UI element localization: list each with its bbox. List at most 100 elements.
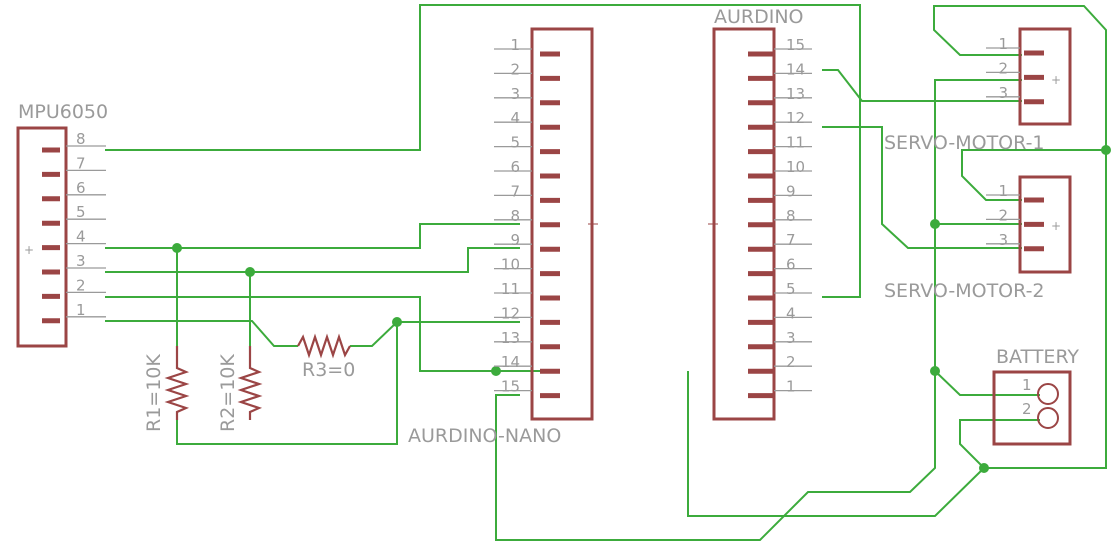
mpu6050-pin-label: 8 [76,130,86,148]
junctions [172,145,1111,473]
arduino-pin-label: 5 [786,280,796,298]
mpu6050-pin-label: 1 [76,301,86,319]
wire-mpu2-nano14 [105,296,560,372]
arduino-pin-label: 11 [786,134,805,152]
wire-battery-pin1 [934,370,1040,396]
servo-motor-2-pin-label: 1 [998,182,1008,200]
arduino-nano-pin-label: 2 [510,60,520,78]
arduino-pin-label: 3 [786,329,796,347]
battery: BATTERY 1 2 [992,346,1079,446]
mpu6050-pin-label: 4 [76,228,86,246]
mpu6050-plus-mark: + [24,243,34,257]
servo-motor-2-name: SERVO-MOTOR-2 [884,280,1045,302]
wires [105,4,1107,541]
battery-terminal-1 [1037,383,1059,405]
arduino-nano-pin-label: 15 [501,378,520,396]
battery-name: BATTERY [996,346,1079,368]
wire-mpu1-r3 [105,320,298,347]
arduino-pin-label: 9 [786,182,796,200]
wire-uno14-servo1 [822,69,1022,102]
servo-motor-1-name: SERVO-MOTOR-1 [884,132,1045,154]
servo-motor-1-pins: 123 [986,35,1044,105]
wire-r3-nano12 [350,321,520,347]
wire-mpu8-uno5 [105,4,861,298]
resistor-r1-zigzag [164,346,190,420]
wire-mpu4-nano8 [105,223,520,249]
wire-servo1-pin1 [933,5,1107,469]
servo-motor-2-plus: + [1051,219,1061,233]
resistor-r1: R1=10K [143,346,190,432]
resistor-r2-label: R2=10K [217,354,239,432]
mpu6050-pin-label: 7 [76,154,86,172]
mpu6050: MPU6050 + 8 7 6 5 4 3 2 1 [16,101,108,348]
arduino-nano-name: AURDINO-NANO [408,425,561,447]
mpu6050-body [16,126,68,348]
wire-resistor-bottom [176,322,398,445]
servo-motor-1-body [1018,27,1072,126]
servo-motor-2-body [1018,175,1072,274]
wire-nano15-loop [495,79,1022,541]
arduino-nano-pin-label: 7 [510,182,520,200]
arduino-nano-pin-label: 10 [501,256,520,274]
mpu6050-pin-label: 5 [76,203,86,221]
junction [1101,145,1111,155]
resistor-r3-label: R3=0 [302,359,355,381]
arduino-pin-label: 7 [786,231,796,249]
junction [930,366,940,376]
arduino-pin-label: 2 [786,353,796,371]
resistor-r3: R3=0 [297,333,355,381]
arduino-pin-label: 10 [786,158,805,176]
mpu6050-pins: 8 7 6 5 4 3 2 1 [42,130,106,324]
servo-motor-1-pin-label: 2 [998,59,1008,77]
resistor-r3-zigzag [297,333,351,359]
junction [491,366,501,376]
arduino-nano-pin-label: 3 [510,85,520,103]
battery-pin-1-label: 1 [1022,376,1032,394]
arduino-nano-pin-label: 14 [501,353,520,371]
battery-terminal-2 [1037,407,1059,429]
arduino-pin-label: 12 [786,109,805,127]
arduino-pin-label: 14 [786,60,805,78]
arduino-pin-label: 4 [786,304,796,322]
arduino-nano-pin-label: 13 [501,329,520,347]
arduino-nano-pin-label: 11 [501,280,520,298]
servo-motor-2-pin-label: 3 [998,231,1008,249]
junction [172,243,182,253]
arduino-nano-pin-label: 6 [510,158,520,176]
arduino-pin-label: 15 [786,36,805,54]
resistor-r1-label: R1=10K [143,354,165,432]
servo-motor-1-pin-label: 3 [998,84,1008,102]
mpu6050-name: MPU6050 [18,101,108,123]
servo-motor-2: + SERVO-MOTOR-2 1 2 3 [884,175,1072,302]
wire-uno13-servo2 [822,126,1022,249]
arduino-pin-label: 8 [786,207,796,225]
wire-nano14-bottom [687,371,985,517]
arduino-nano-pin-label: 9 [510,231,520,249]
battery-pin-2-label: 2 [1022,400,1032,418]
arduino-nano-pin-label: 1 [510,36,520,54]
battery-body [992,370,1072,446]
arduino-nano-pin-label: 12 [501,304,520,322]
servo-motor-1-plus: + [1051,73,1061,87]
arduino-pin-label: 6 [786,256,796,274]
junction [930,219,940,229]
resistor-r2: R2=10K [217,346,263,432]
arduino-nano-pin-label: 4 [510,109,520,127]
junction [979,463,989,473]
junction [245,267,255,277]
mpu6050-pin-label: 6 [76,179,86,197]
mpu6050-pin-label: 3 [76,252,86,270]
resistor-r2-zigzag [237,346,263,420]
arduino-pin-label: 13 [786,85,805,103]
servo-motor-2-pin-label: 2 [998,206,1008,224]
servo-motor-2-pins: 1 2 3 [986,182,1044,252]
mpu6050-pin-label: 2 [76,276,86,294]
arduino-nano-pin-label: 8 [510,207,520,225]
junction [392,317,402,327]
